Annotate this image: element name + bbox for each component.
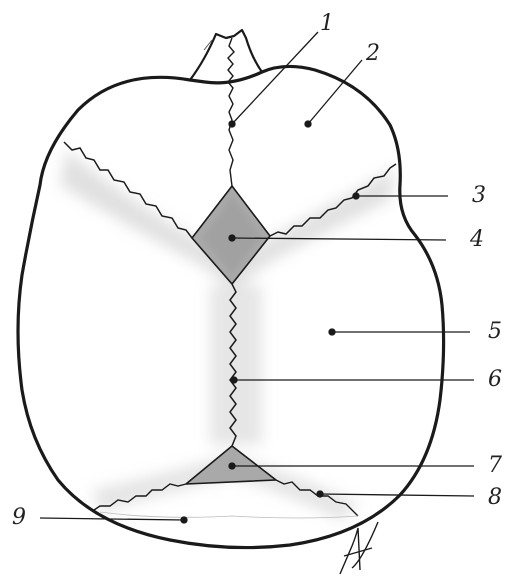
leader-lines <box>40 32 474 523</box>
label-8: 8 <box>488 485 502 510</box>
label-2: 2 <box>365 41 380 66</box>
label-9: 9 <box>12 505 26 530</box>
metopic-suture <box>228 38 234 186</box>
label-3: 3 <box>472 183 486 208</box>
label-6: 6 <box>488 367 502 392</box>
label-5: 5 <box>488 319 502 344</box>
label-1: 1 <box>320 11 334 36</box>
frontal-process-outline <box>190 30 262 80</box>
label-4: 4 <box>469 227 484 252</box>
label-7: 7 <box>488 453 502 478</box>
